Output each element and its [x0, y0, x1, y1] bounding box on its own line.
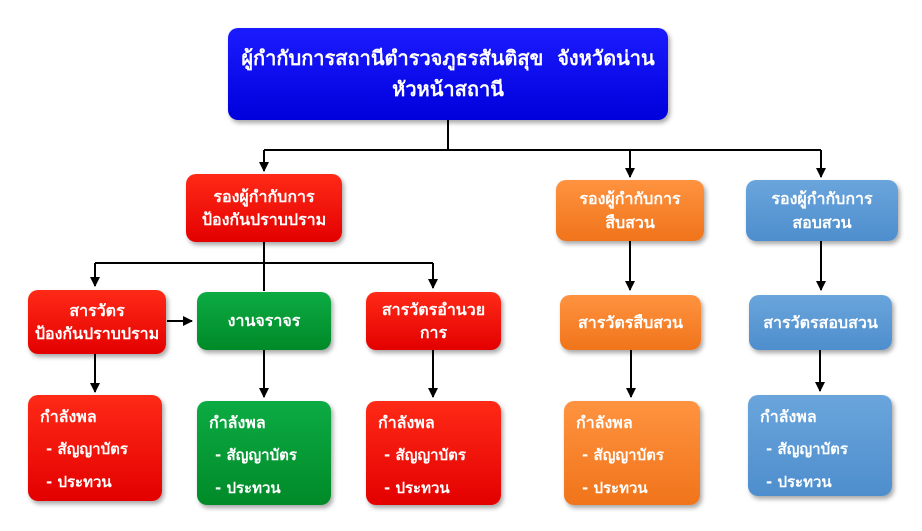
- personnel-item-noncommissioned: - ประทวน: [215, 478, 281, 497]
- personnel-title: กำลังพล: [40, 407, 97, 426]
- personnel-title: กำลังพล: [378, 413, 435, 432]
- personnel-item-noncommissioned: - ประทวน: [384, 478, 450, 497]
- personnel-prevention-box: กำลังพล - สัญญาบัตร - ประทวน: [28, 395, 162, 501]
- root-box: ผู้กำกับการสถานีตำรวจภูธรสันติสุข จังหวั…: [228, 28, 668, 120]
- inspector-prevention-label-line2: ป้องกันปราบปราม: [34, 324, 160, 343]
- deputy-prevention-box: รองผู้กำกับการ ป้องกันปราบปราม: [186, 174, 342, 242]
- deputy-interrogation-label-line2: สอบสวน: [792, 212, 852, 232]
- inspector-traffic-box: งานจราจร: [197, 292, 331, 350]
- inspector-interrogation-label: สารวัตรสอบสวน: [763, 312, 878, 332]
- inspector-investigation-box: สารวัตรสืบสวน: [560, 295, 701, 350]
- personnel-item-noncommissioned: - ประทวน: [46, 472, 112, 491]
- personnel-title: กำลังพล: [209, 413, 266, 432]
- root-title-line1: ผู้กำกับการสถานีตำรวจภูธรสันติสุข จังหวั…: [241, 46, 655, 70]
- personnel-administration-box: กำลังพล - สัญญาบัตร - ประทวน: [366, 401, 501, 505]
- personnel-item-noncommissioned: - ประทวน: [582, 478, 648, 497]
- inspector-traffic-label: งานจราจร: [227, 311, 301, 331]
- inspector-investigation-label: สารวัตรสืบสวน: [578, 312, 683, 332]
- personnel-interrogation-box: กำลังพล - สัญญาบัตร - ประทวน: [748, 395, 892, 496]
- personnel-investigation-box: กำลังพล - สัญญาบัตร - ประทวน: [564, 401, 700, 505]
- deputy-interrogation-label-line1: รองผู้กำกับการ: [771, 189, 873, 209]
- personnel-item-commissioned: - สัญญาบัตร: [215, 446, 297, 465]
- personnel-item-commissioned: - สัญญาบัตร: [384, 446, 466, 465]
- personnel-item-commissioned: - สัญญาบัตร: [46, 440, 128, 459]
- deputy-prevention-label-line1: รองผู้กำกับการ: [213, 186, 315, 206]
- personnel-traffic-box: กำลังพล - สัญญาบัตร - ประทวน: [197, 401, 331, 505]
- inspector-interrogation-box: สารวัตรสอบสวน: [749, 295, 892, 350]
- personnel-title: กำลังพล: [760, 407, 817, 426]
- inspector-administration-label: สารวัตรอำนวยการ: [381, 299, 486, 342]
- deputy-interrogation-box: รองผู้กำกับการ สอบสวน: [746, 180, 898, 241]
- personnel-item-commissioned: - สัญญาบัตร: [766, 440, 848, 459]
- deputy-investigation-label-line2: สืบสวน: [605, 212, 655, 232]
- root-title-line2: หัวหน้าสถานี: [392, 77, 504, 101]
- deputy-investigation-label-line1: รองผู้กำกับการ: [579, 189, 681, 209]
- personnel-item-commissioned: - สัญญาบัตร: [582, 446, 664, 465]
- personnel-item-noncommissioned: - ประทวน: [766, 472, 832, 491]
- deputy-prevention-label-line2: ป้องกันปราบปราม: [201, 210, 327, 229]
- personnel-title: กำลังพล: [576, 413, 633, 432]
- deputy-investigation-box: รองผู้กำกับการ สืบสวน: [556, 180, 704, 241]
- inspector-prevention-label-line1: สารวัตร: [69, 300, 125, 320]
- inspector-prevention-box: สารวัตร ป้องกันปราบปราม: [28, 290, 166, 354]
- inspector-administration-box: สารวัตรอำนวยการ: [366, 292, 501, 350]
